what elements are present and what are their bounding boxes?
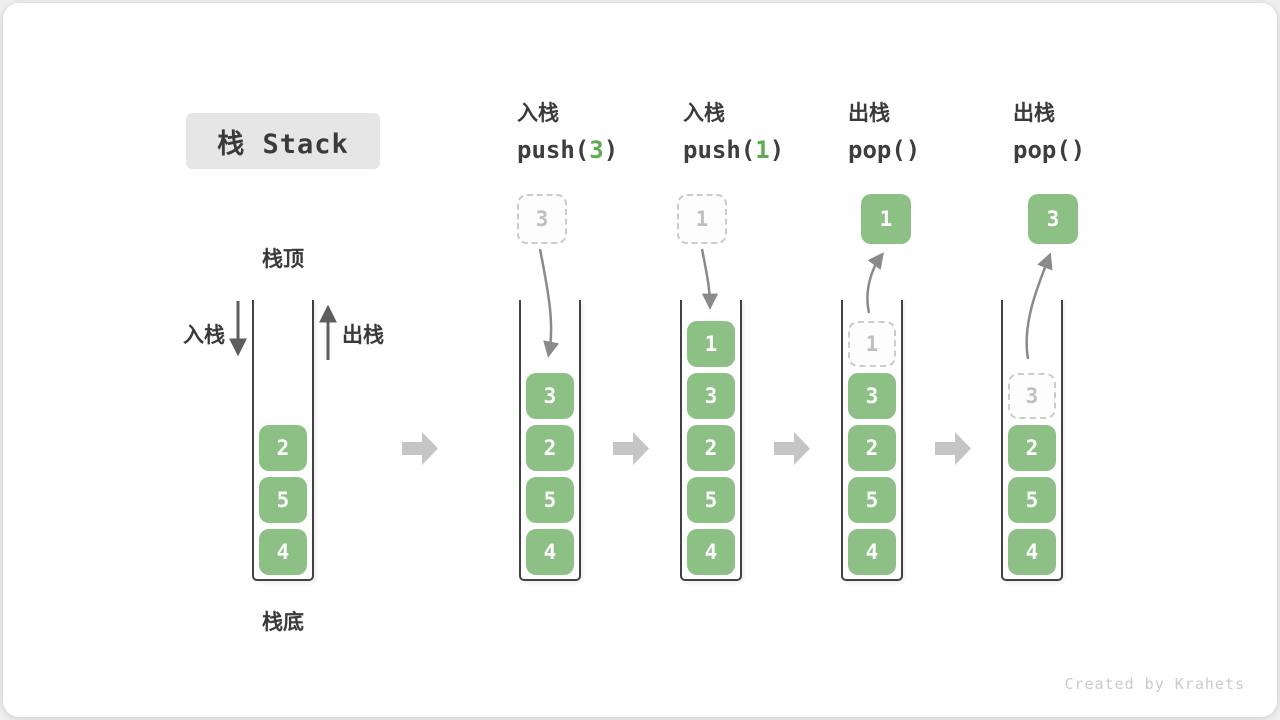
stack-item: 5 xyxy=(848,477,896,523)
stack-container-after-push-3: 3 2 5 4 xyxy=(519,300,581,581)
stack-container-after-push-1: 1 3 2 5 4 xyxy=(680,300,742,581)
popped-value-box: 1 xyxy=(861,194,911,244)
stack-item-ghost: 1 xyxy=(848,321,896,367)
stack-container-after-pop-3: 3 2 5 4 xyxy=(1001,300,1063,581)
stack-container-initial: 2 5 4 xyxy=(252,300,314,581)
op-label: 入栈 xyxy=(683,101,725,125)
stack-bottom-label: 栈底 xyxy=(262,610,304,634)
stack-item: 2 xyxy=(259,425,307,471)
stack-item: 4 xyxy=(526,529,574,575)
op-code: pop() xyxy=(848,136,1018,164)
stack-item: 5 xyxy=(259,477,307,523)
op-code: pop() xyxy=(1013,136,1183,164)
stack-item: 2 xyxy=(687,425,735,471)
stack-item: 4 xyxy=(687,529,735,575)
op-code: push(3) xyxy=(517,136,687,164)
stack-item: 4 xyxy=(1008,529,1056,575)
stack-item: 3 xyxy=(848,373,896,419)
stack-item: 5 xyxy=(526,477,574,523)
code-text: pop() xyxy=(1013,136,1086,164)
op-label: 出栈 xyxy=(848,101,890,125)
stack-item: 5 xyxy=(1008,477,1056,523)
stack-item: 5 xyxy=(687,477,735,523)
code-text: push( xyxy=(517,136,590,164)
stack-top-label: 栈顶 xyxy=(262,247,304,271)
stack-item: 3 xyxy=(687,373,735,419)
stack-item: 1 xyxy=(687,321,735,367)
incoming-value-box: 3 xyxy=(517,194,567,244)
stack-item: 4 xyxy=(259,529,307,575)
code-text: ) xyxy=(769,136,785,164)
op-label: 入栈 xyxy=(517,101,559,125)
stack-item-ghost: 3 xyxy=(1008,373,1056,419)
pop-side-label: 出栈 xyxy=(342,323,384,347)
push-side-label: 入栈 xyxy=(183,323,225,347)
op-header-push-1: 入栈 push(1) xyxy=(683,97,853,164)
op-header-push-3: 入栈 push(3) xyxy=(517,97,687,164)
incoming-value-box: 1 xyxy=(677,194,727,244)
stack-item: 2 xyxy=(1008,425,1056,471)
code-accent: 3 xyxy=(589,136,604,164)
code-text: push( xyxy=(683,136,756,164)
popped-value-box: 3 xyxy=(1028,194,1078,244)
stack-item: 3 xyxy=(526,373,574,419)
watermark: Created by Krahets xyxy=(1064,675,1245,693)
code-text: pop() xyxy=(848,136,921,164)
op-header-pop-1: 出栈 pop() xyxy=(848,97,1018,164)
op-code: push(1) xyxy=(683,136,853,164)
op-label: 出栈 xyxy=(1013,101,1055,125)
stack-item: 2 xyxy=(526,425,574,471)
title-badge: 栈 Stack xyxy=(186,113,380,169)
title-text: 栈 Stack xyxy=(217,128,349,160)
stack-item: 2 xyxy=(848,425,896,471)
code-text: ) xyxy=(603,136,619,164)
op-header-pop-3: 出栈 pop() xyxy=(1013,97,1183,164)
stack-item: 4 xyxy=(848,529,896,575)
stack-container-after-pop-1: 1 3 2 5 4 xyxy=(841,300,903,581)
code-accent: 1 xyxy=(755,136,770,164)
